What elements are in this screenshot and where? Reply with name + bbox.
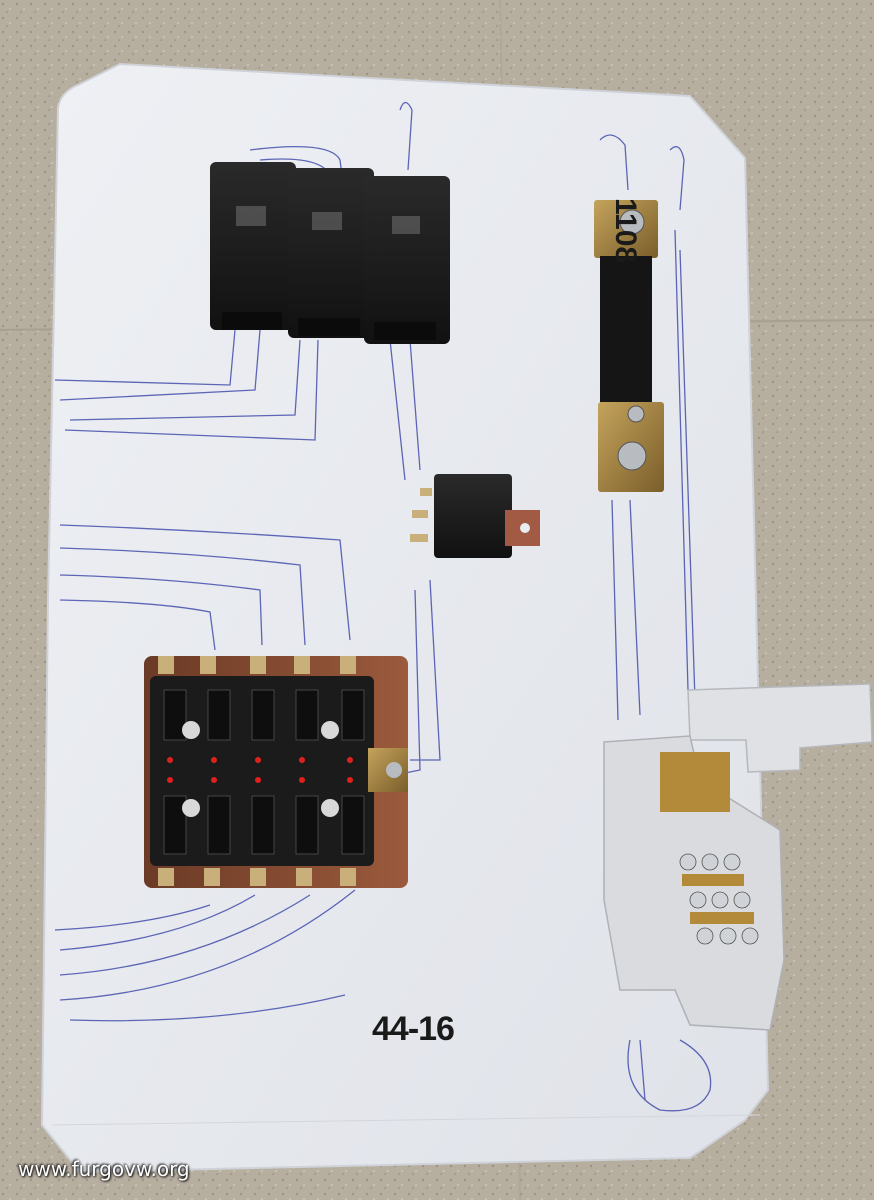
- white-board: [40, 62, 770, 1174]
- small-relay: [410, 474, 540, 558]
- large-relay-1: [210, 162, 296, 330]
- large-relay-3: [364, 176, 450, 344]
- board-label-44-16: 44-16: [372, 1010, 455, 1048]
- large-relay-2: [288, 168, 374, 338]
- shunt-label-1108: 1108: [609, 198, 642, 264]
- fuse-block: [144, 656, 408, 888]
- current-shunt: [594, 200, 664, 492]
- watermark-text: www.furgovw.org: [18, 1157, 190, 1181]
- distribution-block: [603, 683, 873, 1031]
